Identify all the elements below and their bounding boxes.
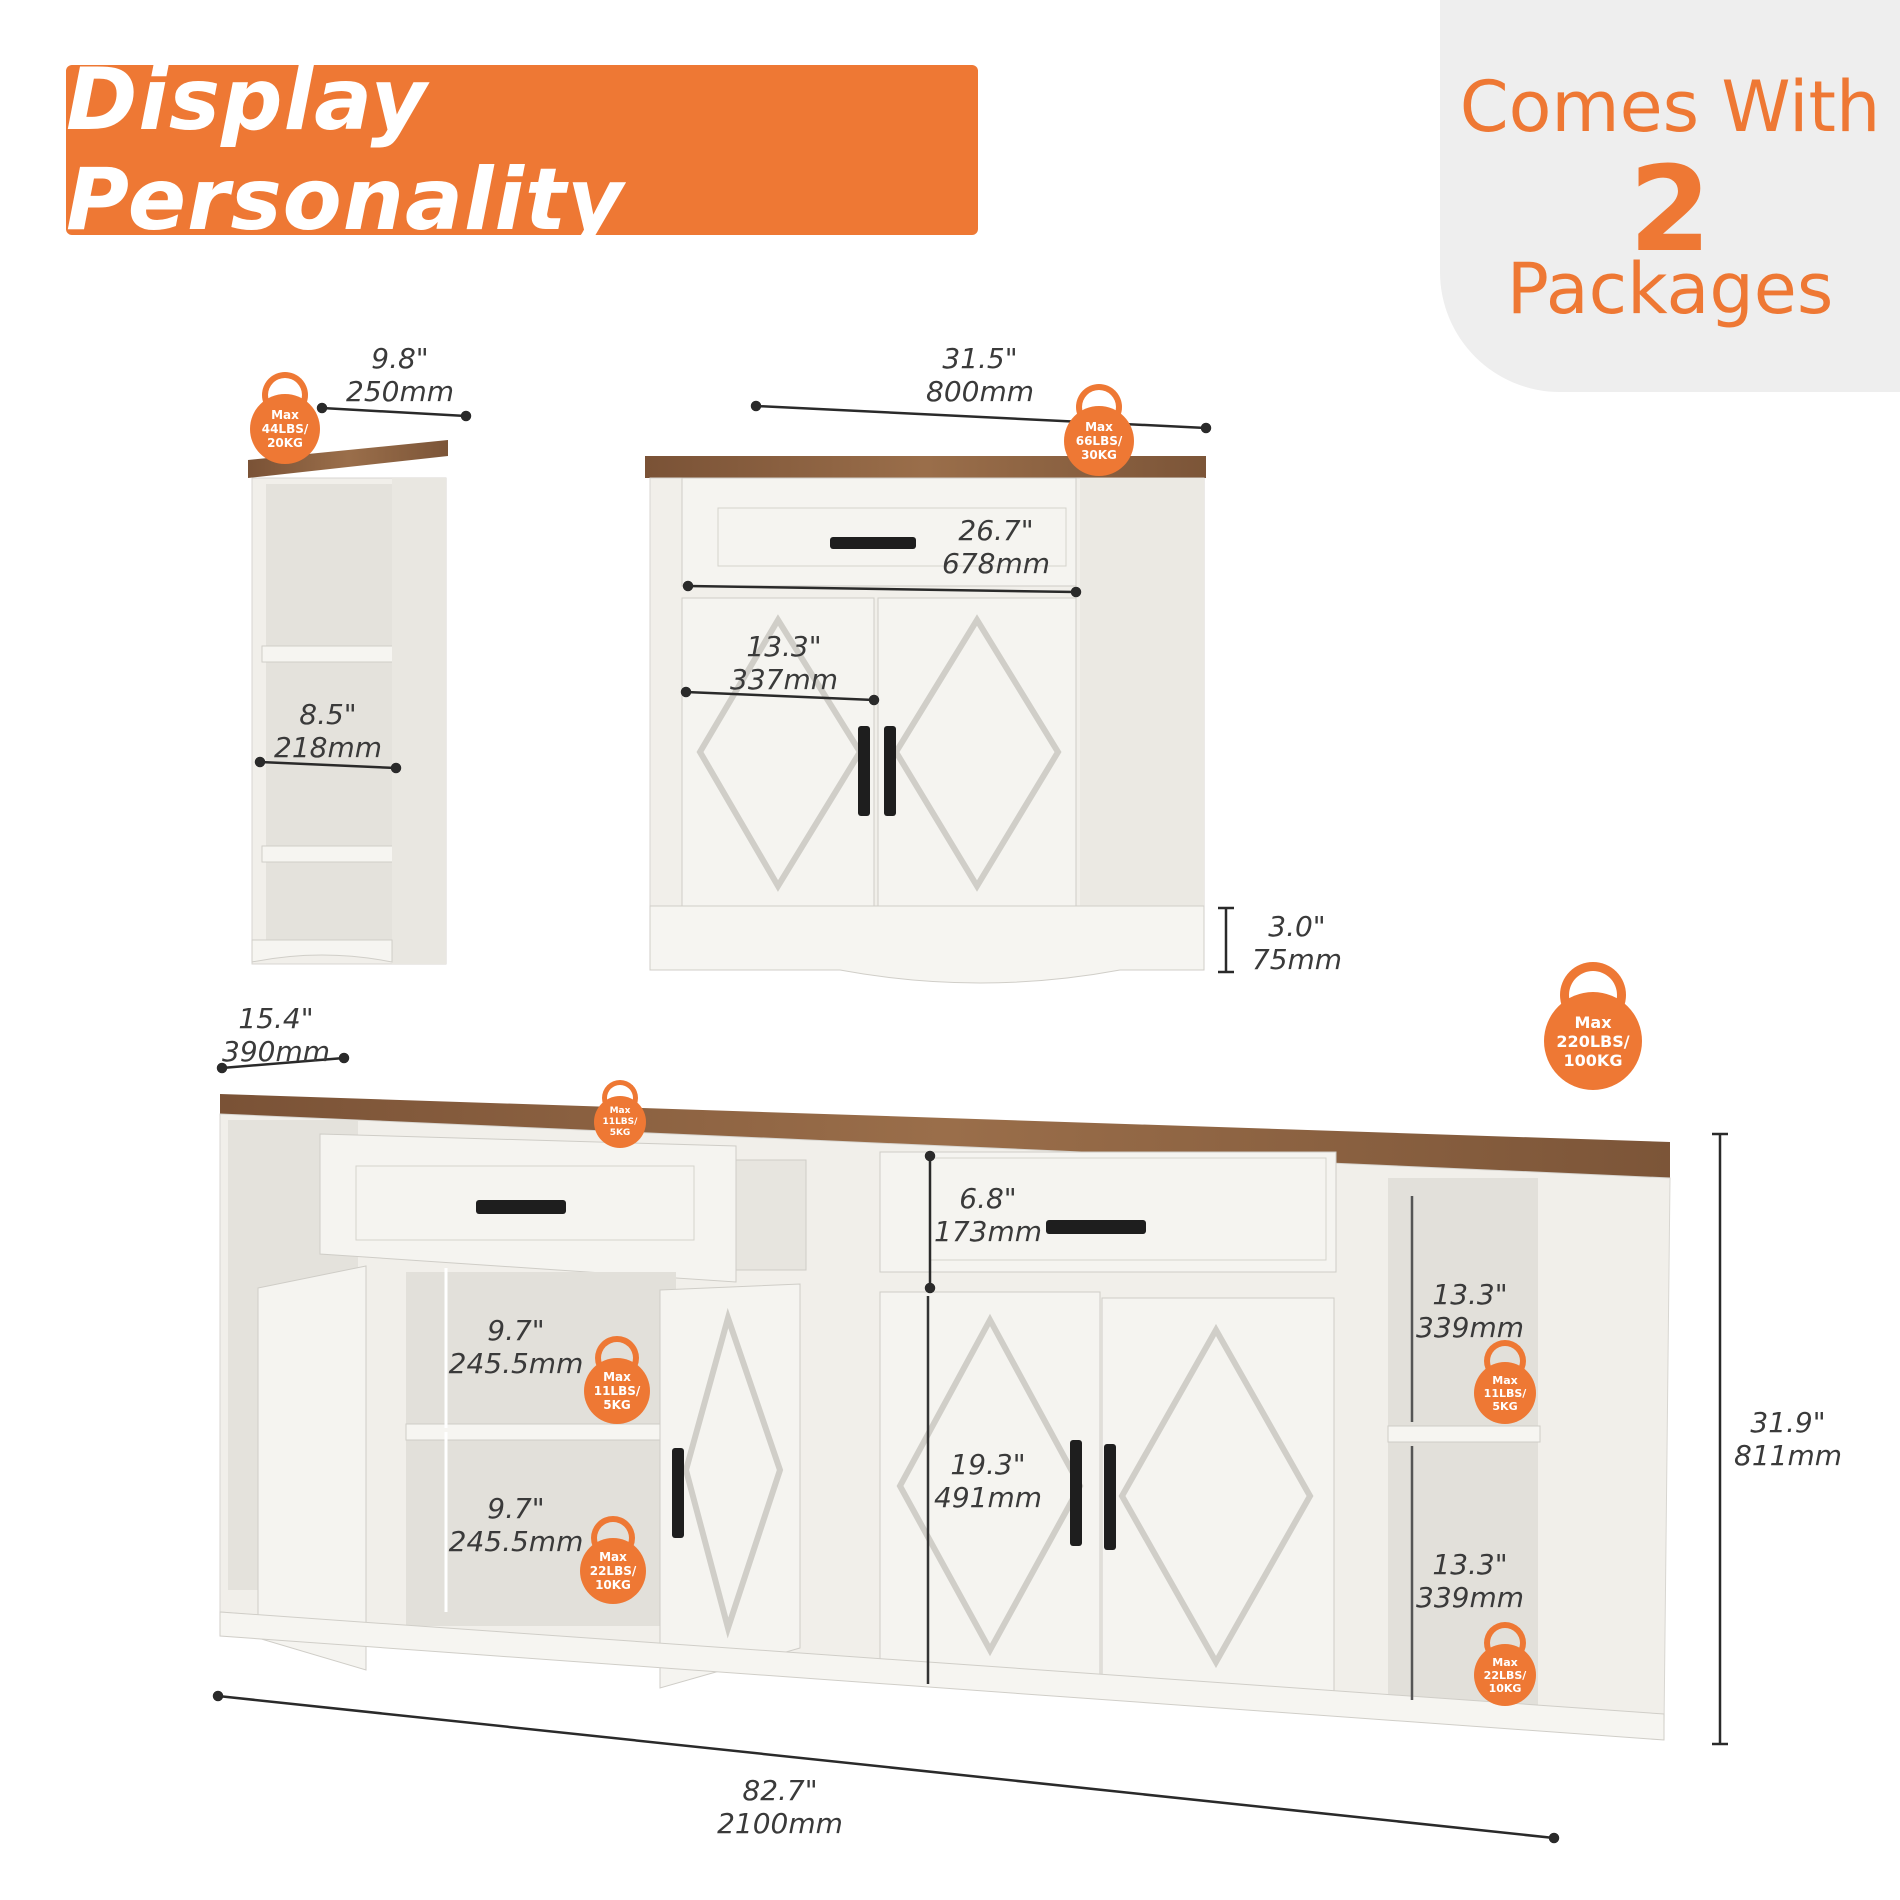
badge-max: Max [1492, 1655, 1518, 1669]
badge-max: Max [1574, 1012, 1612, 1032]
dim-inches: 82.7" [742, 1774, 818, 1807]
badge-max: Max [1492, 1373, 1518, 1387]
mid-width-label: 31.5" 800mm [910, 342, 1050, 408]
center-door-label: 19.3" 491mm [918, 1448, 1058, 1514]
mid-drawer-label: 26.7" 678mm [926, 514, 1066, 580]
weight-badge-drawer: Max 11LBS/ 5KG [594, 1080, 646, 1150]
left-shelf-bottom-label: 9.7" 245.5mm [446, 1492, 586, 1558]
dim-mm: 245.5mm [448, 1347, 584, 1380]
badge-max: Max [271, 408, 299, 422]
packages-count: 2 [1628, 140, 1712, 278]
dim-inches: 8.5" [299, 698, 357, 731]
badge-max: Max [603, 1370, 631, 1384]
badge-kg: 5KG [1492, 1399, 1518, 1413]
mid-door-label: 13.3" 337mm [714, 630, 854, 696]
packages-notice: Comes With 2 Packages [1440, 0, 1900, 392]
badge-lbs: 11LBS/ [602, 1116, 638, 1127]
dim-inches: 15.4" [238, 1002, 314, 1035]
dim-inches: 9.8" [371, 342, 429, 375]
left-shelf-top-label: 9.7" 245.5mm [446, 1314, 586, 1380]
dim-inches: 19.3" [950, 1448, 1026, 1481]
dim-mm: 75mm [1251, 943, 1343, 976]
badge-lbs: 22LBS/ [1483, 1668, 1527, 1682]
dim-mm: 245.5mm [448, 1525, 584, 1558]
dim-inches: 31.5" [942, 342, 1018, 375]
badge-kg: 10KG [1488, 1681, 1522, 1695]
dim-inches: 9.7" [487, 1492, 545, 1525]
dim-mm: 811mm [1734, 1439, 1842, 1472]
weight-badge-left-shelf-top: Max 11LBS/ 5KG [584, 1336, 650, 1424]
badge-kg: 10KG [595, 1578, 631, 1592]
packages-line1: Comes With [1459, 66, 1881, 148]
dim-mm: 173mm [934, 1215, 1042, 1248]
dim-inches: 9.7" [487, 1314, 545, 1347]
banner-title: Display Personality [66, 50, 625, 250]
weight-badge-small-top: Max 44LBS/ 20KG [250, 372, 320, 464]
badge-kg: 5KG [609, 1127, 631, 1138]
dim-mm: 491mm [934, 1481, 1042, 1514]
dim-inches: 31.9" [1750, 1406, 1826, 1439]
big-depth-label: 15.4" 390mm [206, 1002, 346, 1068]
badge-lbs: 11LBS/ [593, 1384, 641, 1398]
dim-mm: 339mm [1416, 1311, 1524, 1344]
dim-mm: 250mm [346, 375, 454, 408]
badge-lbs: 11LBS/ [1483, 1386, 1527, 1400]
weight-badge-total: Max 220LBS/ 100KG [1544, 962, 1642, 1090]
right-shelf-top-label: 13.3" 339mm [1400, 1278, 1540, 1344]
dim-inches: 13.3" [746, 630, 822, 663]
badge-kg: 20KG [267, 436, 303, 450]
total-width-label: 82.7" 2100mm [710, 1774, 850, 1840]
weight-badge-left-shelf-bottom: Max 22LBS/ 10KG [580, 1516, 646, 1604]
big-drawer-label: 6.8" 173mm [918, 1182, 1058, 1248]
packages-line2: Packages [1506, 248, 1834, 330]
badge-kg: 100KG [1563, 1050, 1623, 1070]
weight-badge-mid-top: Max 66LBS/ 30KG [1064, 384, 1134, 476]
right-shelf-bottom-label: 13.3" 339mm [1400, 1548, 1540, 1614]
dim-mm: 678mm [942, 547, 1050, 580]
total-height-label: 31.9" 811mm [1718, 1406, 1858, 1472]
dim-mm: 800mm [926, 375, 1034, 408]
dim-inches: 26.7" [958, 514, 1034, 547]
weight-badge-right-shelf-top: Max 11LBS/ 5KG [1474, 1340, 1536, 1424]
title-banner: Display Personality [66, 50, 978, 250]
dim-inches: 6.8" [959, 1182, 1017, 1215]
badge-kg: 5KG [603, 1398, 631, 1412]
mid-leg-label: 3.0" 75mm [1232, 910, 1362, 976]
badge-lbs: 44LBS/ [261, 422, 309, 436]
dim-mm: 2100mm [717, 1807, 843, 1840]
dim-mm: 337mm [730, 663, 838, 696]
weight-badge-right-shelf-bottom: Max 22LBS/ 10KG [1474, 1622, 1536, 1706]
dim-mm: 339mm [1416, 1581, 1524, 1614]
badge-kg: 30KG [1081, 448, 1117, 462]
dim-inches: 13.3" [1432, 1548, 1508, 1581]
dim-inches: 3.0" [1268, 910, 1326, 943]
badge-max: Max [1085, 420, 1113, 434]
badge-lbs: 22LBS/ [589, 1564, 637, 1578]
badge-lbs: 220LBS/ [1556, 1031, 1630, 1051]
small-shelf-cabinet [248, 440, 448, 965]
dim-mm: 218mm [274, 731, 382, 764]
dimension-lines [212, 400, 1728, 1844]
middle-cabinet [645, 456, 1206, 984]
badge-lbs: 66LBS/ [1075, 434, 1123, 448]
small-width-label: 9.8" 250mm [330, 342, 470, 408]
dim-mm: 390mm [222, 1035, 330, 1068]
badge-max: Max [599, 1550, 627, 1564]
dim-inches: 13.3" [1432, 1278, 1508, 1311]
badge-max: Max [609, 1105, 631, 1116]
small-shelf-label: 8.5" 218mm [258, 698, 398, 764]
